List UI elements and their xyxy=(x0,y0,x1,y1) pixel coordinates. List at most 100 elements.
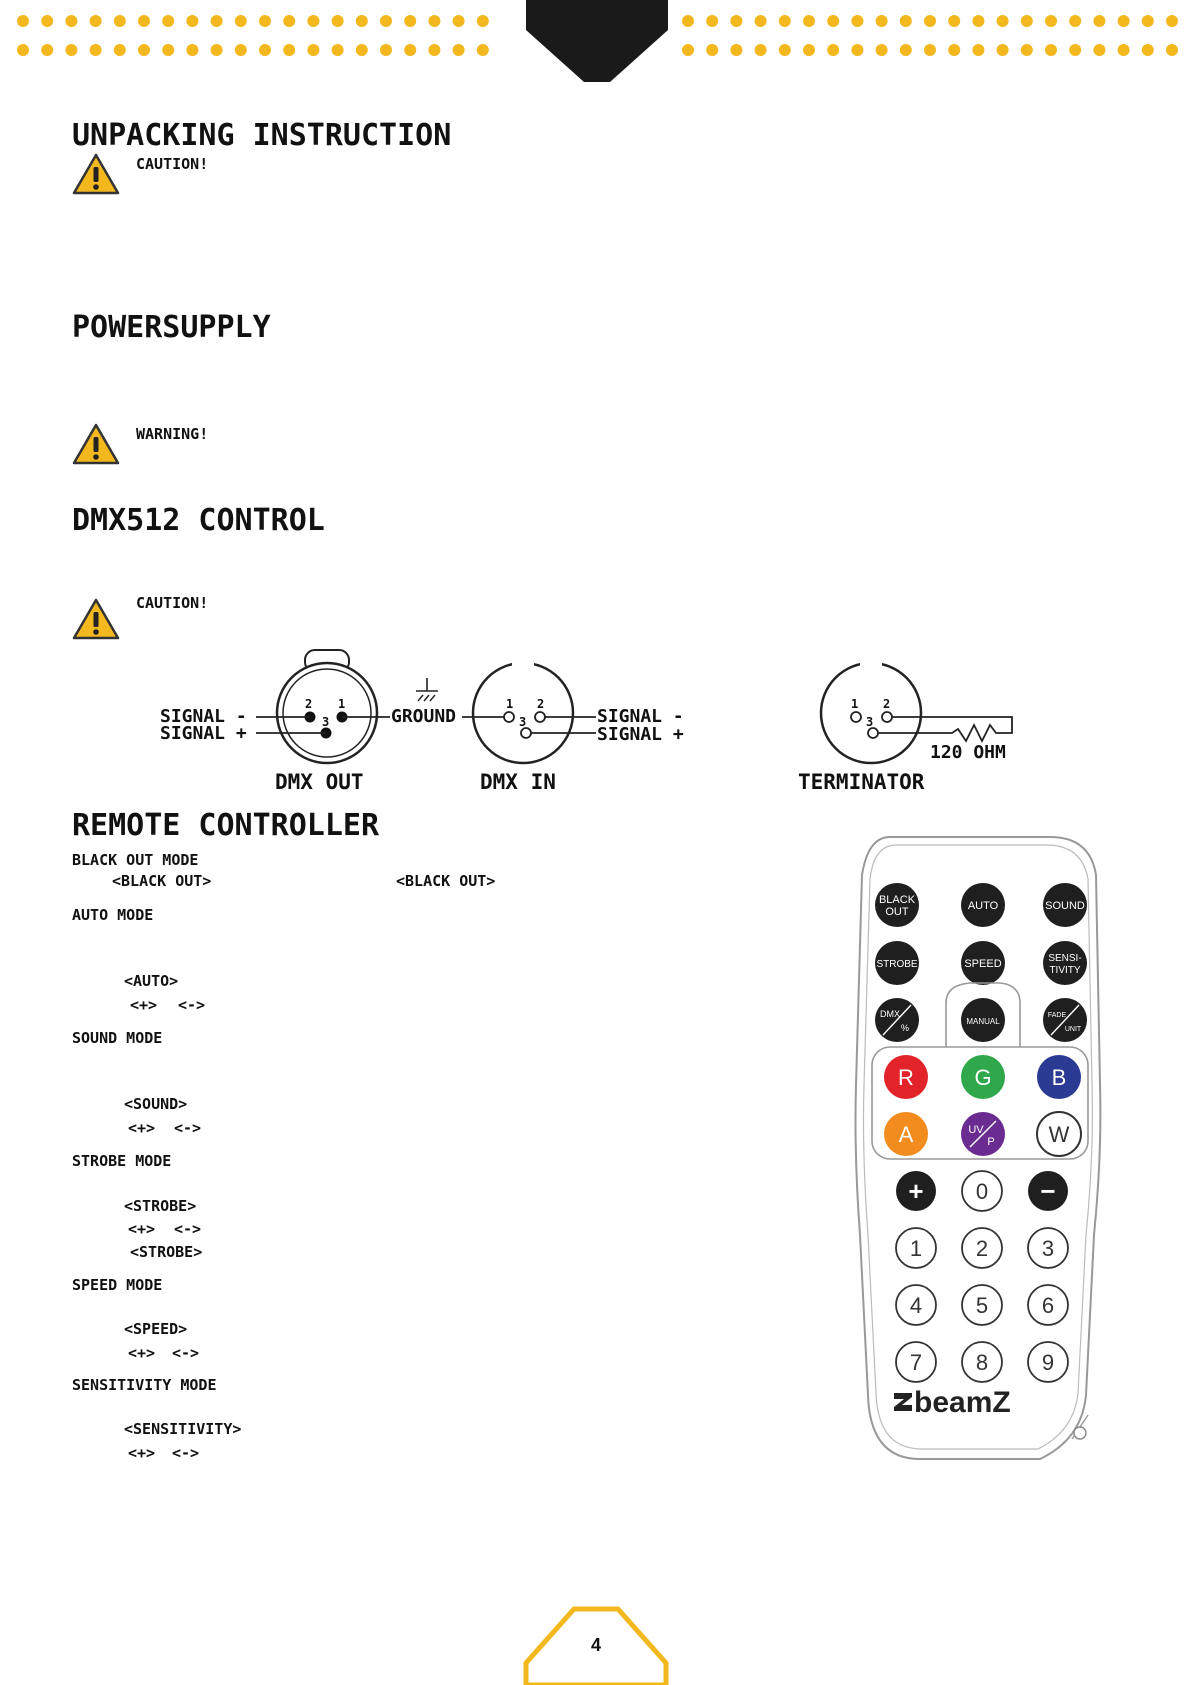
header-dot xyxy=(875,15,888,27)
header-dot xyxy=(476,15,489,27)
header-dot xyxy=(1141,15,1154,27)
dmx-out-label: DMX OUT xyxy=(275,770,364,794)
green-button xyxy=(961,1055,1005,1099)
ir-window-icon xyxy=(1073,1426,1087,1440)
digit-button-4 xyxy=(895,1284,937,1326)
header-dot xyxy=(1093,44,1106,56)
pin-label: 2 xyxy=(305,697,312,711)
resistor-wire xyxy=(878,716,1013,744)
pin-label: 3 xyxy=(866,715,873,729)
resistor-label: 120 OHM xyxy=(930,742,1006,763)
header-dot xyxy=(452,15,465,27)
header-dot xyxy=(972,15,985,27)
key-label: <-> xyxy=(178,996,206,1014)
btn-label: R xyxy=(898,1065,914,1090)
btn-label: + xyxy=(908,1176,923,1206)
header-dot xyxy=(1045,15,1057,27)
plus-button xyxy=(896,1171,936,1211)
sound-button xyxy=(1043,883,1087,927)
key-label: <SOUND> xyxy=(124,1095,188,1113)
btn-label: B xyxy=(1052,1065,1067,1090)
header-dot xyxy=(283,15,296,27)
header-dot xyxy=(380,15,392,27)
header-dot xyxy=(1020,44,1033,56)
page-number-tab xyxy=(523,1606,669,1685)
key-label: <+> xyxy=(130,996,158,1014)
header-dot xyxy=(452,44,465,56)
header-dot xyxy=(682,15,694,27)
mode-heading-sensitivity: SENSITIVITY MODE xyxy=(72,1376,217,1394)
digit-label: 2 xyxy=(976,1236,988,1261)
header-dot xyxy=(89,15,102,27)
header-dot xyxy=(803,15,815,27)
mode-heading-auto: AUTO MODE xyxy=(72,906,154,924)
header-dot xyxy=(65,44,78,56)
header-dot xyxy=(113,15,126,27)
white-button xyxy=(1036,1111,1082,1157)
header-dot xyxy=(803,44,815,56)
btn-label: BLACK xyxy=(879,894,916,906)
header-dot xyxy=(41,44,54,56)
header-dot xyxy=(307,44,320,56)
header-dot xyxy=(17,44,29,56)
signal-minus-label: SIGNAL - xyxy=(160,706,247,727)
btn-label: TIVITY xyxy=(1049,965,1080,976)
btn-label: P xyxy=(987,1136,994,1148)
ground-label: GROUND xyxy=(391,706,456,727)
header-dot xyxy=(234,15,247,27)
btn-label: MANUAL xyxy=(966,1017,1000,1026)
key-label: <AUTO> xyxy=(124,972,179,990)
btn-label: SPEED xyxy=(964,958,1001,970)
mode-heading-sound: SOUND MODE xyxy=(72,1029,163,1047)
section-title-unpacking: UNPACKING INSTRUCTION xyxy=(72,118,452,153)
auto-button xyxy=(961,883,1005,927)
header-dot xyxy=(331,15,344,27)
amber-button xyxy=(884,1112,928,1156)
header-dot xyxy=(899,15,912,27)
speed-button xyxy=(961,941,1005,985)
header-dot xyxy=(234,44,247,56)
terminator-label: TERMINATOR xyxy=(798,770,925,794)
mode-heading-strobe: STROBE MODE xyxy=(72,1152,172,1170)
header-dot xyxy=(754,44,767,56)
header-dot xyxy=(355,15,368,27)
blue-button xyxy=(1037,1055,1081,1099)
header-dot xyxy=(259,15,271,27)
digit-button-8 xyxy=(961,1341,1003,1383)
brand-name: beamZ xyxy=(914,1386,1011,1419)
header-dot xyxy=(1093,15,1106,27)
header-dot xyxy=(476,44,489,56)
header-dot xyxy=(996,44,1009,56)
header-dot xyxy=(138,44,150,56)
btn-label: SENSI- xyxy=(1048,953,1081,964)
btn-label: A xyxy=(899,1122,914,1147)
header-dot xyxy=(778,44,791,56)
digit-button-5 xyxy=(961,1284,1003,1326)
header-dot xyxy=(1069,44,1082,56)
header-tab xyxy=(526,0,668,82)
pin-label: 1 xyxy=(851,697,858,711)
digit-label: 8 xyxy=(976,1350,988,1375)
header-dot xyxy=(730,15,743,27)
header-dot xyxy=(428,44,441,56)
pin-label: 2 xyxy=(883,697,890,711)
key-label: <-> xyxy=(172,1444,200,1462)
header-dot xyxy=(1069,15,1082,27)
header-dot xyxy=(875,44,888,56)
header-dot xyxy=(1045,44,1057,56)
key-label: <STROBE> xyxy=(130,1243,203,1261)
header-dot xyxy=(113,44,126,56)
key-label: <+> xyxy=(128,1444,156,1462)
header-dot xyxy=(186,15,199,27)
remote-controller-illustration: BLACK OUT AUTO SOUND STROBE SPEED SENSI-… xyxy=(854,836,1102,1460)
header-dot xyxy=(778,15,791,27)
digit-button-1 xyxy=(895,1227,937,1269)
header-dot xyxy=(404,44,417,56)
btn-label: 0 xyxy=(976,1179,988,1204)
header-dots-left xyxy=(17,15,489,56)
header-dot xyxy=(331,44,344,56)
sensitivity-button xyxy=(1043,941,1087,985)
header-dots-right xyxy=(682,15,1178,56)
header-dot xyxy=(355,44,368,56)
